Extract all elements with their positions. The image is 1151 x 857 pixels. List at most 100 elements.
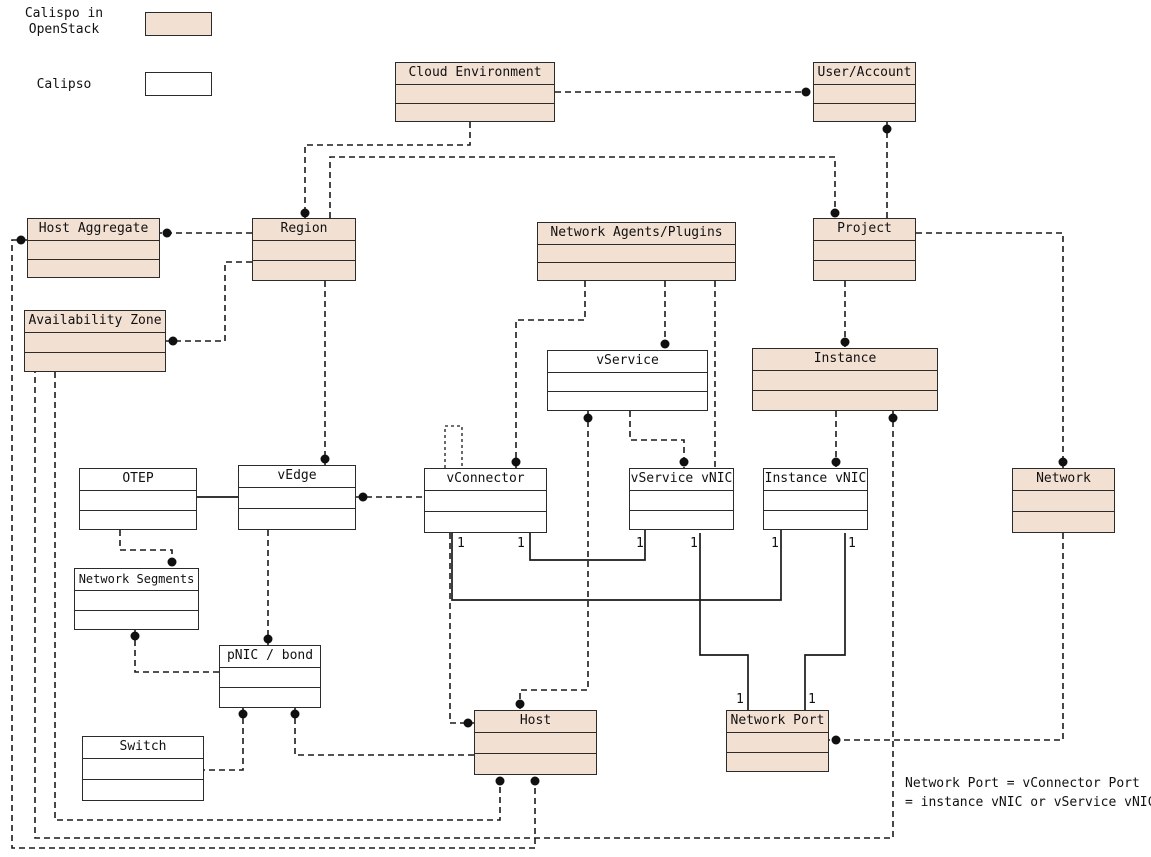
- edge-networksegments-pnic: [134, 630, 219, 673]
- multiplicity-vservice-vnic-left: 1: [636, 536, 644, 551]
- node-compartment: [727, 733, 828, 753]
- connector-dot: [130, 631, 140, 641]
- multiplicity-instance-vnic-right: 1: [848, 536, 856, 551]
- node-compartment: [475, 733, 596, 754]
- connector-dot: [530, 776, 540, 786]
- node-vedge-label: vEdge: [239, 466, 355, 488]
- network-port-annotation-line1: Network Port = vConnector Port: [905, 776, 1140, 791]
- node-cloud-environment: Cloud Environment: [395, 62, 555, 122]
- connector-dot: [831, 735, 841, 745]
- node-otep-label: OTEP: [80, 469, 196, 491]
- node-vconnector: vConnector: [424, 468, 547, 533]
- node-compartment: [814, 85, 915, 104]
- connector-dot: [888, 413, 898, 423]
- node-compartment: [80, 491, 196, 511]
- node-compartment: [83, 780, 203, 800]
- network-port-annotation: Network Port = vConnector Port = instanc…: [905, 775, 1151, 813]
- node-network-port-label: Network Port: [727, 711, 828, 733]
- edge-cloudenv-region: [304, 122, 471, 218]
- edge-network-networkport: [829, 533, 1064, 741]
- node-instance-label: Instance: [753, 349, 937, 371]
- legend-calipso-label: Calipso: [36, 77, 92, 92]
- node-vservice-vnic-label: vService vNIC: [630, 469, 733, 491]
- node-compartment: [239, 509, 355, 529]
- node-vconnector-label: vConnector: [425, 469, 546, 491]
- node-vservice-vnic: vService vNIC: [629, 468, 734, 530]
- node-region-label: Region: [253, 219, 355, 241]
- edge-vservice-host: [519, 411, 589, 710]
- connector-dot: [679, 457, 689, 467]
- edge-vconnector-vservicevnic: [529, 530, 646, 561]
- node-pnic-bond-label: pNIC / bond: [220, 646, 320, 668]
- connector-dot: [495, 776, 505, 786]
- node-network-port: Network Port: [726, 710, 829, 772]
- legend-openstack-label-line2: OpenStack: [28, 22, 100, 38]
- node-host-aggregate-label: Host Aggregate: [28, 219, 159, 241]
- edge-instance-availabilityzone: [34, 372, 894, 839]
- edge-vservicevnic-networkport: [699, 533, 749, 710]
- node-network-segments: Network Segments: [74, 568, 199, 630]
- node-compartment: [25, 333, 165, 353]
- connector-dot: [300, 208, 310, 218]
- node-compartment: [75, 611, 198, 630]
- node-compartment: [425, 491, 546, 512]
- connector-dot: [660, 339, 670, 349]
- edge-agents-vconnector: [515, 281, 586, 468]
- edge-pnic-host: [294, 708, 474, 756]
- edge-region-availabilityzone: [166, 261, 252, 342]
- edge-vconnector-host: [449, 533, 474, 724]
- connector-dot: [168, 336, 178, 346]
- connector-dot: [515, 699, 525, 709]
- node-compartment: [548, 373, 707, 392]
- node-host-aggregate: Host Aggregate: [27, 218, 160, 278]
- node-compartment: [239, 488, 355, 509]
- node-network: Network: [1012, 468, 1115, 533]
- multiplicity-instance-vnic-left: 1: [771, 536, 779, 551]
- node-project: Project: [813, 218, 916, 281]
- node-compartment: [253, 261, 355, 280]
- node-compartment: [425, 512, 546, 532]
- node-compartment: [630, 491, 733, 511]
- node-compartment: [28, 260, 159, 278]
- node-vservice-label: vService: [548, 351, 707, 373]
- node-compartment: [630, 511, 733, 530]
- node-pnic-bond: pNIC / bond: [219, 645, 321, 708]
- multiplicity-network-port-left: 1: [736, 692, 744, 707]
- node-compartment: [1013, 491, 1114, 512]
- connector-dot: [162, 228, 172, 238]
- connector-dot: [882, 124, 892, 134]
- node-compartment: [538, 263, 735, 280]
- node-instance-vnic: Instance vNIC: [763, 468, 868, 530]
- node-compartment: [396, 104, 554, 122]
- node-instance-vnic-label: Instance vNIC: [764, 469, 867, 491]
- node-compartment: [814, 104, 915, 122]
- edge-project-network: [916, 232, 1064, 468]
- node-user-account: User/Account: [813, 62, 916, 122]
- edge-availabilityzone-host: [54, 372, 501, 821]
- connector-dot: [831, 457, 841, 467]
- node-availability-zone-label: Availability Zone: [25, 311, 165, 333]
- edge-pnic-switch: [204, 708, 244, 771]
- multiplicity-network-port-right: 1: [808, 692, 816, 707]
- node-cloud-environment-label: Cloud Environment: [396, 63, 554, 85]
- node-compartment: [220, 668, 320, 688]
- node-compartment: [80, 511, 196, 530]
- node-network-agents-plugins-label: Network Agents/Plugins: [538, 223, 735, 245]
- connector-dot: [290, 709, 300, 719]
- connector-dot: [358, 492, 368, 502]
- node-compartment: [548, 392, 707, 410]
- node-compartment: [83, 759, 203, 780]
- edge-otep-networksegments: [119, 530, 173, 568]
- multiplicity-vservice-vnic-right: 1: [690, 536, 698, 551]
- connector-dot: [801, 87, 811, 97]
- edge-instancevnic-networkport: [804, 533, 846, 710]
- node-region: Region: [252, 218, 356, 281]
- edge-region-project: [329, 156, 836, 218]
- node-compartment: [253, 241, 355, 261]
- connector-dot: [830, 208, 840, 218]
- multiplicity-vconnector-left: 1: [457, 536, 465, 551]
- node-network-segments-label: Network Segments: [75, 569, 198, 591]
- node-project-label: Project: [814, 219, 915, 241]
